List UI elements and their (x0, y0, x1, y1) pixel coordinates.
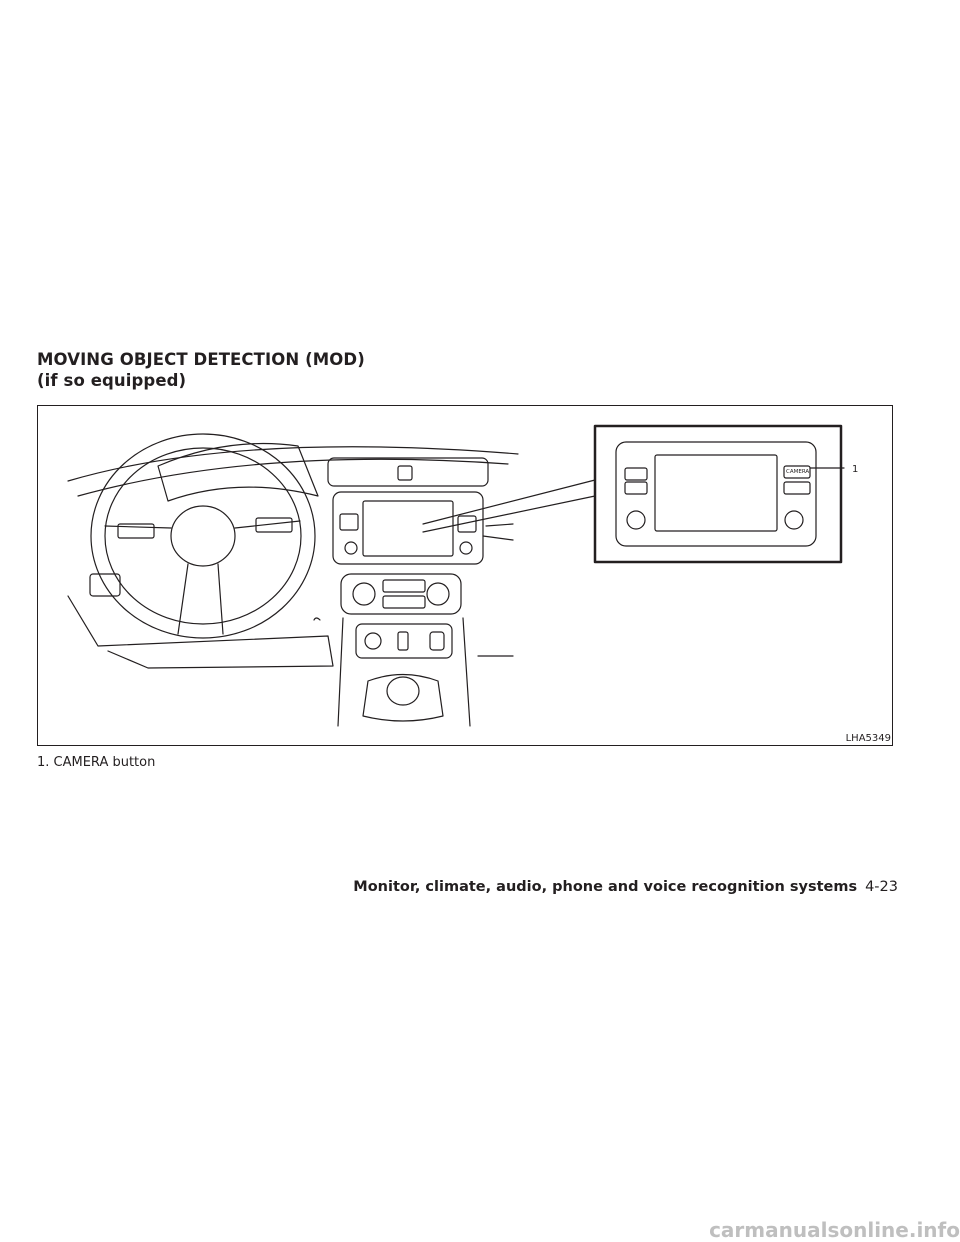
glovebox-mark (313, 617, 321, 621)
dashboard-drawing: CAMERA 1 (67, 424, 858, 727)
page-footer: Monitor, climate, audio, phone and voice… (353, 878, 898, 896)
zoom-unit-screen (654, 454, 778, 532)
zoom-inset-frame (593, 424, 843, 564)
zoom-camera-switch (783, 465, 811, 479)
instrument-cowl (157, 442, 319, 502)
console-socket (429, 631, 445, 651)
hazard-button (397, 465, 413, 481)
center-display-left-switch (339, 513, 359, 531)
steering-wheel-inner (104, 447, 302, 625)
steering-spoke-right (234, 520, 301, 529)
right-dash-line (477, 523, 514, 657)
callout-number: 1 (852, 464, 858, 475)
watermark-text: carmanualsonline.info (709, 1218, 960, 1242)
zoom-knob-left (626, 510, 646, 530)
wheel-switch-right (255, 517, 293, 533)
figure-caption: 1. CAMERA button (37, 755, 156, 770)
center-display-screen (362, 500, 454, 557)
zoom-right-switch-bottom (783, 481, 811, 495)
dash-top-line-2 (77, 458, 509, 497)
zoom-leader-top (422, 479, 596, 525)
climate-buttons-top (382, 579, 426, 593)
dashboard-illustration: CAMERA 1 LHA5349 (37, 405, 893, 746)
shifter-knob (386, 676, 420, 706)
figure-code: LHA5349 (845, 733, 891, 744)
center-display-knob-left (344, 541, 358, 555)
center-top-vent (327, 457, 489, 487)
zoom-leader-bottom (422, 495, 596, 533)
left-vent (89, 573, 121, 597)
center-console (337, 617, 471, 727)
climate-panel (340, 573, 462, 615)
section-heading-line-2: (if so equipped) (37, 371, 187, 390)
climate-knob-right (426, 582, 450, 606)
page-number: 4-23 (865, 879, 898, 895)
camera-switch-label: CAMERA (786, 469, 809, 475)
steering-wheel-outer (90, 433, 316, 639)
console-switch-panel (355, 623, 453, 659)
steering-spoke-left (104, 525, 172, 529)
zoom-left-switch-bottom (624, 481, 648, 495)
climate-buttons-bottom (382, 595, 426, 609)
zoom-unit-bezel (615, 441, 817, 547)
zoom-knob-right (784, 510, 804, 530)
section-heading: MOVING OBJECT DETECTION (MOD) (if so equ… (37, 349, 365, 391)
dash-top-line (67, 446, 519, 482)
steering-hub (170, 505, 236, 567)
wheel-switch-left (117, 523, 155, 539)
shifter-boot (362, 673, 444, 722)
steering-spoke-bottom (177, 563, 224, 635)
center-display-right-switch (457, 515, 477, 533)
center-display-knob-right (459, 541, 473, 555)
section-heading-line-1: MOVING OBJECT DETECTION (MOD) (37, 350, 365, 369)
left-door-panel (67, 595, 334, 669)
center-display-bezel (332, 491, 484, 565)
console-usb (397, 631, 409, 651)
climate-knob-left (352, 582, 376, 606)
footer-section-title: Monitor, climate, audio, phone and voice… (353, 879, 858, 895)
zoom-left-switch-top (624, 467, 648, 481)
console-power-button (364, 632, 382, 650)
